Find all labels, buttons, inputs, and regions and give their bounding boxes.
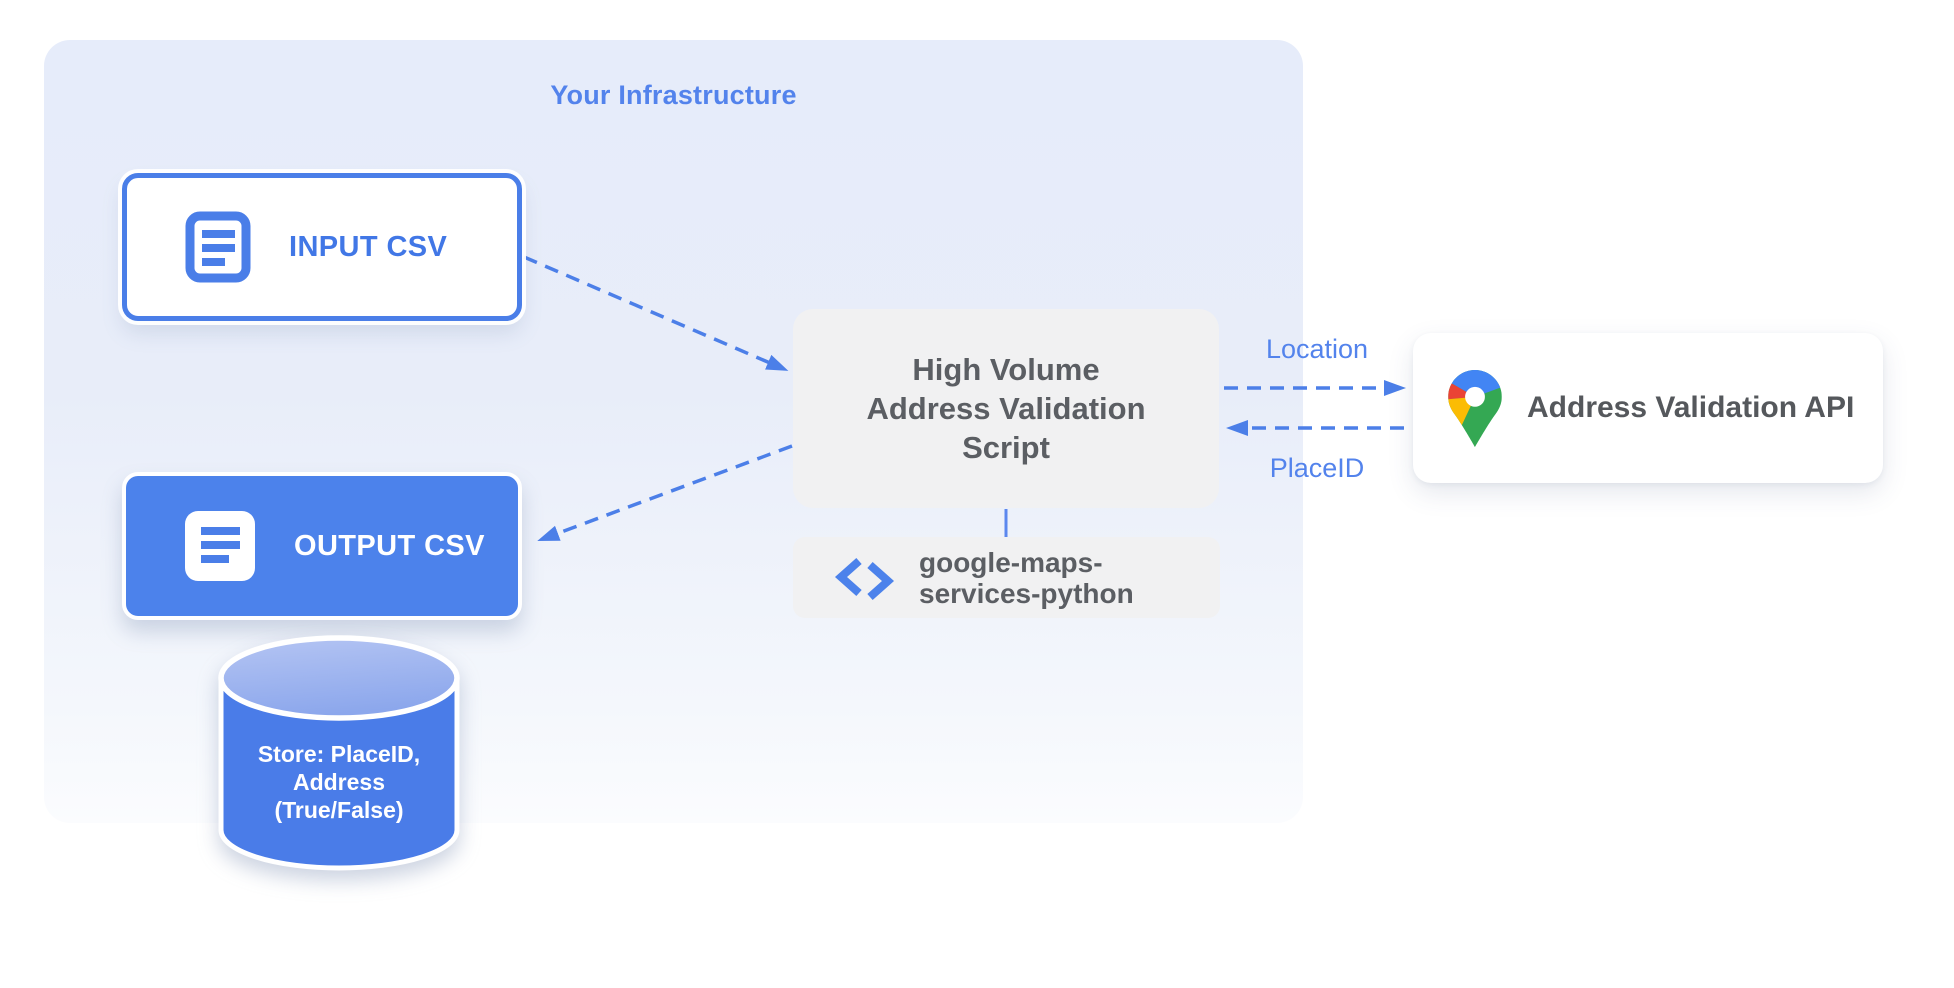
document-icon: [184, 510, 256, 582]
script-node: High Volume Address Validation Script: [793, 309, 1219, 508]
google-maps-pin-icon: [1448, 369, 1502, 447]
input-csv-label: INPUT CSV: [289, 230, 448, 263]
output-csv-node: OUTPUT CSV: [122, 472, 522, 620]
api-node: Address Validation API: [1413, 333, 1883, 483]
datastore-label: Store: PlaceID, Address (True/False): [257, 741, 421, 823]
library-node: google-maps- services-python: [793, 537, 1220, 618]
code-icon: [833, 556, 895, 600]
placeid-edge-label: PlaceID: [1269, 453, 1365, 483]
output-csv-label: OUTPUT CSV: [294, 529, 485, 562]
script-label: High Volume Address Validation Script: [866, 352, 1146, 465]
datastore-cylinder: [216, 632, 462, 884]
infrastructure-title: Your Infrastructure: [550, 80, 797, 110]
input-csv-node: INPUT CSV: [122, 173, 522, 321]
api-label: Address Validation API: [1527, 391, 1855, 424]
library-label: google-maps- services-python: [919, 546, 1134, 609]
location-edge-label: Location: [1265, 334, 1369, 364]
document-icon: [185, 211, 251, 283]
